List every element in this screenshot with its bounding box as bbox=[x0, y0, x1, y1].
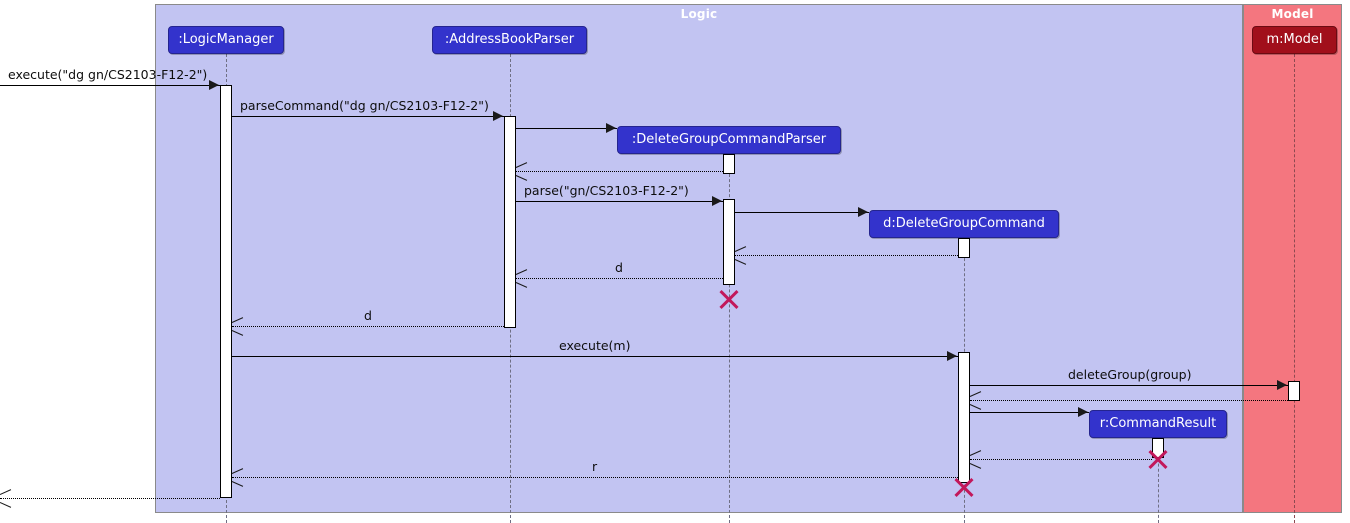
message-line-m2 bbox=[232, 116, 504, 117]
activation-bar-dgCommand bbox=[958, 238, 970, 258]
participant-dgcParser[interactable]: :DeleteGroupCommandParser bbox=[617, 126, 841, 154]
message-line-m1 bbox=[0, 85, 220, 86]
message-label-m10: execute(m) bbox=[559, 338, 631, 353]
participant-commandResult[interactable]: r:CommandResult bbox=[1089, 410, 1227, 438]
activation-bar-parser bbox=[504, 116, 516, 328]
message-label-m5: parse("gn/CS2103-F12-2") bbox=[524, 183, 689, 198]
message-line-m8 bbox=[516, 278, 723, 279]
message-arrowhead-m2 bbox=[493, 111, 503, 121]
package-title-model: Model bbox=[1271, 7, 1314, 21]
participant-logicManager[interactable]: :LogicManager bbox=[168, 26, 284, 54]
message-arrowhead-m6 bbox=[858, 207, 868, 217]
activation-bar-logicManager bbox=[220, 85, 232, 498]
message-arrowhead-m15 bbox=[232, 472, 243, 483]
activation-bar-dgCommand bbox=[958, 352, 970, 483]
message-arrowhead-m16 bbox=[0, 493, 11, 504]
message-label-m15: r bbox=[592, 459, 598, 474]
activation-bar-dgcParser bbox=[723, 154, 735, 174]
message-label-m9: d bbox=[364, 308, 372, 323]
message-arrowhead-m4 bbox=[516, 166, 527, 177]
lifeline-model bbox=[1294, 54, 1295, 523]
message-arrowhead-m3 bbox=[606, 123, 616, 133]
message-arrowhead-m12 bbox=[970, 395, 981, 406]
message-line-m10 bbox=[232, 356, 958, 357]
message-arrowhead-m7 bbox=[735, 250, 746, 261]
message-line-m12 bbox=[970, 400, 1288, 401]
message-arrowhead-m5 bbox=[712, 196, 722, 206]
message-label-m2: parseCommand("dg gn/CS2103-F12-2") bbox=[240, 98, 489, 113]
message-line-m15 bbox=[232, 477, 958, 478]
message-arrowhead-m14 bbox=[970, 454, 981, 465]
participant-model[interactable]: m:Model bbox=[1252, 26, 1337, 54]
message-line-m3 bbox=[516, 128, 617, 129]
message-label-m11: deleteGroup(group) bbox=[1068, 367, 1192, 382]
destruction-marker-dgCommand bbox=[953, 475, 975, 497]
message-line-m13 bbox=[970, 412, 1089, 413]
message-line-m9 bbox=[232, 326, 504, 327]
destruction-marker-commandResult bbox=[1147, 447, 1169, 469]
activation-bar-dgcParser bbox=[723, 199, 735, 285]
message-line-m16 bbox=[0, 498, 220, 499]
participant-dgCommand[interactable]: d:DeleteGroupCommand bbox=[869, 210, 1059, 238]
message-arrowhead-m9 bbox=[232, 321, 243, 332]
message-line-m4 bbox=[516, 171, 723, 172]
message-arrowhead-m10 bbox=[947, 351, 957, 361]
message-arrowhead-m13 bbox=[1078, 407, 1088, 417]
lifeline-commandResult bbox=[1158, 438, 1159, 523]
activation-bar-model bbox=[1288, 381, 1300, 401]
message-arrowhead-m8 bbox=[516, 273, 527, 284]
message-arrowhead-m11 bbox=[1277, 380, 1287, 390]
message-line-m7 bbox=[735, 255, 958, 256]
message-label-m1: execute("dg gn/CS2103-F12-2") bbox=[8, 67, 208, 82]
package-title-logic: Logic bbox=[680, 7, 718, 21]
destruction-marker-dgcParser bbox=[718, 287, 740, 309]
message-line-m14 bbox=[970, 459, 1152, 460]
message-arrowhead-m1 bbox=[209, 80, 219, 90]
package-frame-model: Model bbox=[1243, 4, 1342, 513]
message-line-m5 bbox=[516, 201, 723, 202]
participant-parser[interactable]: :AddressBookParser bbox=[432, 26, 587, 54]
package-frame-logic: Logic bbox=[155, 4, 1243, 513]
message-line-m6 bbox=[735, 212, 869, 213]
message-label-m8: d bbox=[615, 260, 623, 275]
lifeline-dgcParser bbox=[729, 154, 730, 523]
message-line-m11 bbox=[970, 385, 1288, 386]
